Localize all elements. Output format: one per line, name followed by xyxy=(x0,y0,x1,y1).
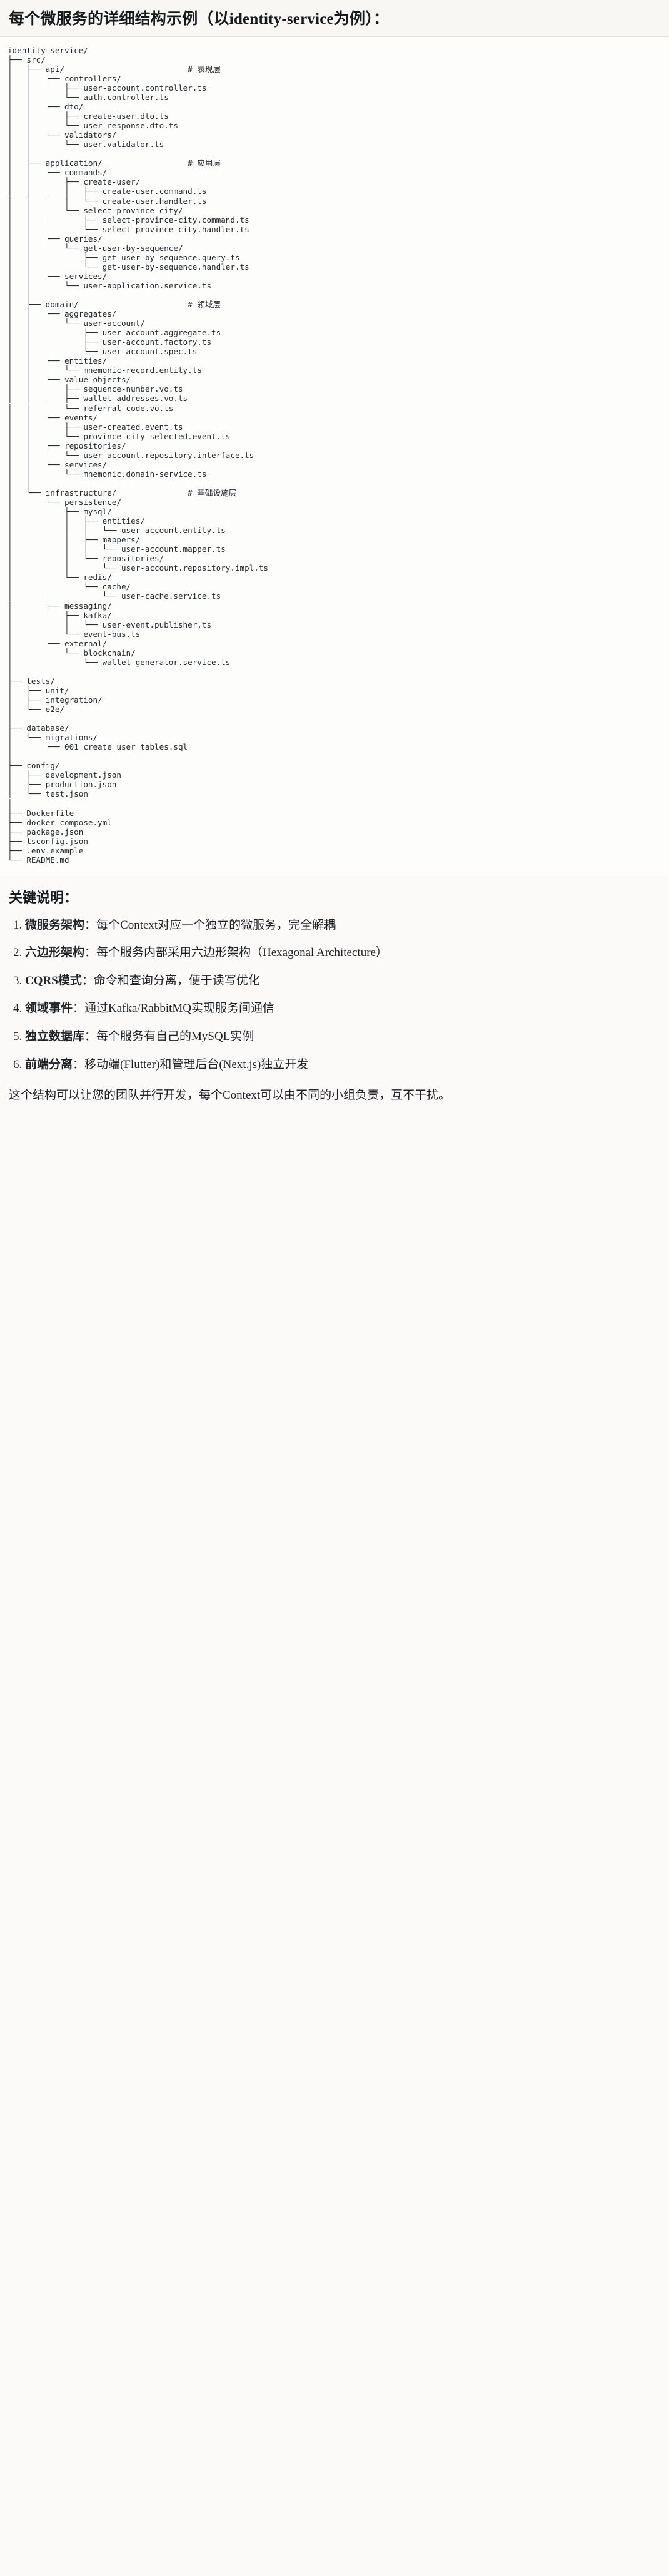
note-term: CQRS模式 xyxy=(25,974,82,987)
note-term: 微服务架构 xyxy=(25,918,85,932)
key-notes-list: 微服务架构：每个Context对应一个独立的微服务，完全解耦 六边形架构：每个服… xyxy=(9,917,660,1073)
note-body: ：通过Kafka/RabbitMQ实现服务间通信 xyxy=(73,1002,274,1016)
list-item: 独立数据库：每个服务有自己的MySQL实例 xyxy=(25,1028,660,1046)
note-body: ：命令和查询分离，便于读写优化 xyxy=(81,974,260,987)
list-item: 六边形架构：每个服务内部采用六边形架构（Hexagonal Architectu… xyxy=(25,944,660,962)
list-item: 前端分离：移动端(Flutter)和管理后台(Next.js)独立开发 xyxy=(25,1056,660,1074)
list-item: 微服务架构：每个Context对应一个独立的微服务，完全解耦 xyxy=(25,917,660,934)
closing-paragraph: 这个结构可以让您的团队并行开发，每个Context可以由不同的小组负责，互不干扰… xyxy=(9,1089,451,1102)
note-term: 领域事件 xyxy=(25,1002,73,1016)
note-term: 六边形架构 xyxy=(25,946,85,960)
note-body: ：每个Context对应一个独立的微服务，完全解耦 xyxy=(84,918,336,932)
note-body: ：每个服务内部采用六边形架构（Hexagonal Architecture） xyxy=(84,946,388,960)
page-title: 每个微服务的详细结构示例（以identity-service为例）： xyxy=(9,11,390,28)
title-block: 每个微服务的详细结构示例（以identity-service为例）： xyxy=(0,0,669,37)
directory-tree-block: identity-service/ ├── src/ │ ├── api/ # … xyxy=(0,36,669,875)
note-term: 前端分离 xyxy=(25,1057,73,1071)
directory-tree: identity-service/ ├── src/ │ ├── api/ # … xyxy=(8,45,269,865)
note-body: ：每个服务有自己的MySQL实例 xyxy=(84,1030,254,1044)
list-item: CQRS模式：命令和查询分离，便于读写优化 xyxy=(25,972,660,990)
note-term: 独立数据库 xyxy=(25,1030,85,1044)
note-body: ：移动端(Flutter)和管理后台(Next.js)独立开发 xyxy=(73,1057,309,1071)
key-notes-block: 关键说明： 微服务架构：每个Context对应一个独立的微服务，完全解耦 六边形… xyxy=(0,875,669,1124)
list-item: 领域事件：通过Kafka/RabbitMQ实现服务间通信 xyxy=(25,1000,660,1017)
document-page: 每个微服务的详细结构示例（以identity-service为例）： ident… xyxy=(0,0,669,1124)
key-notes-heading: 关键说明： xyxy=(9,889,78,905)
bottom-spacer xyxy=(9,1105,660,1114)
